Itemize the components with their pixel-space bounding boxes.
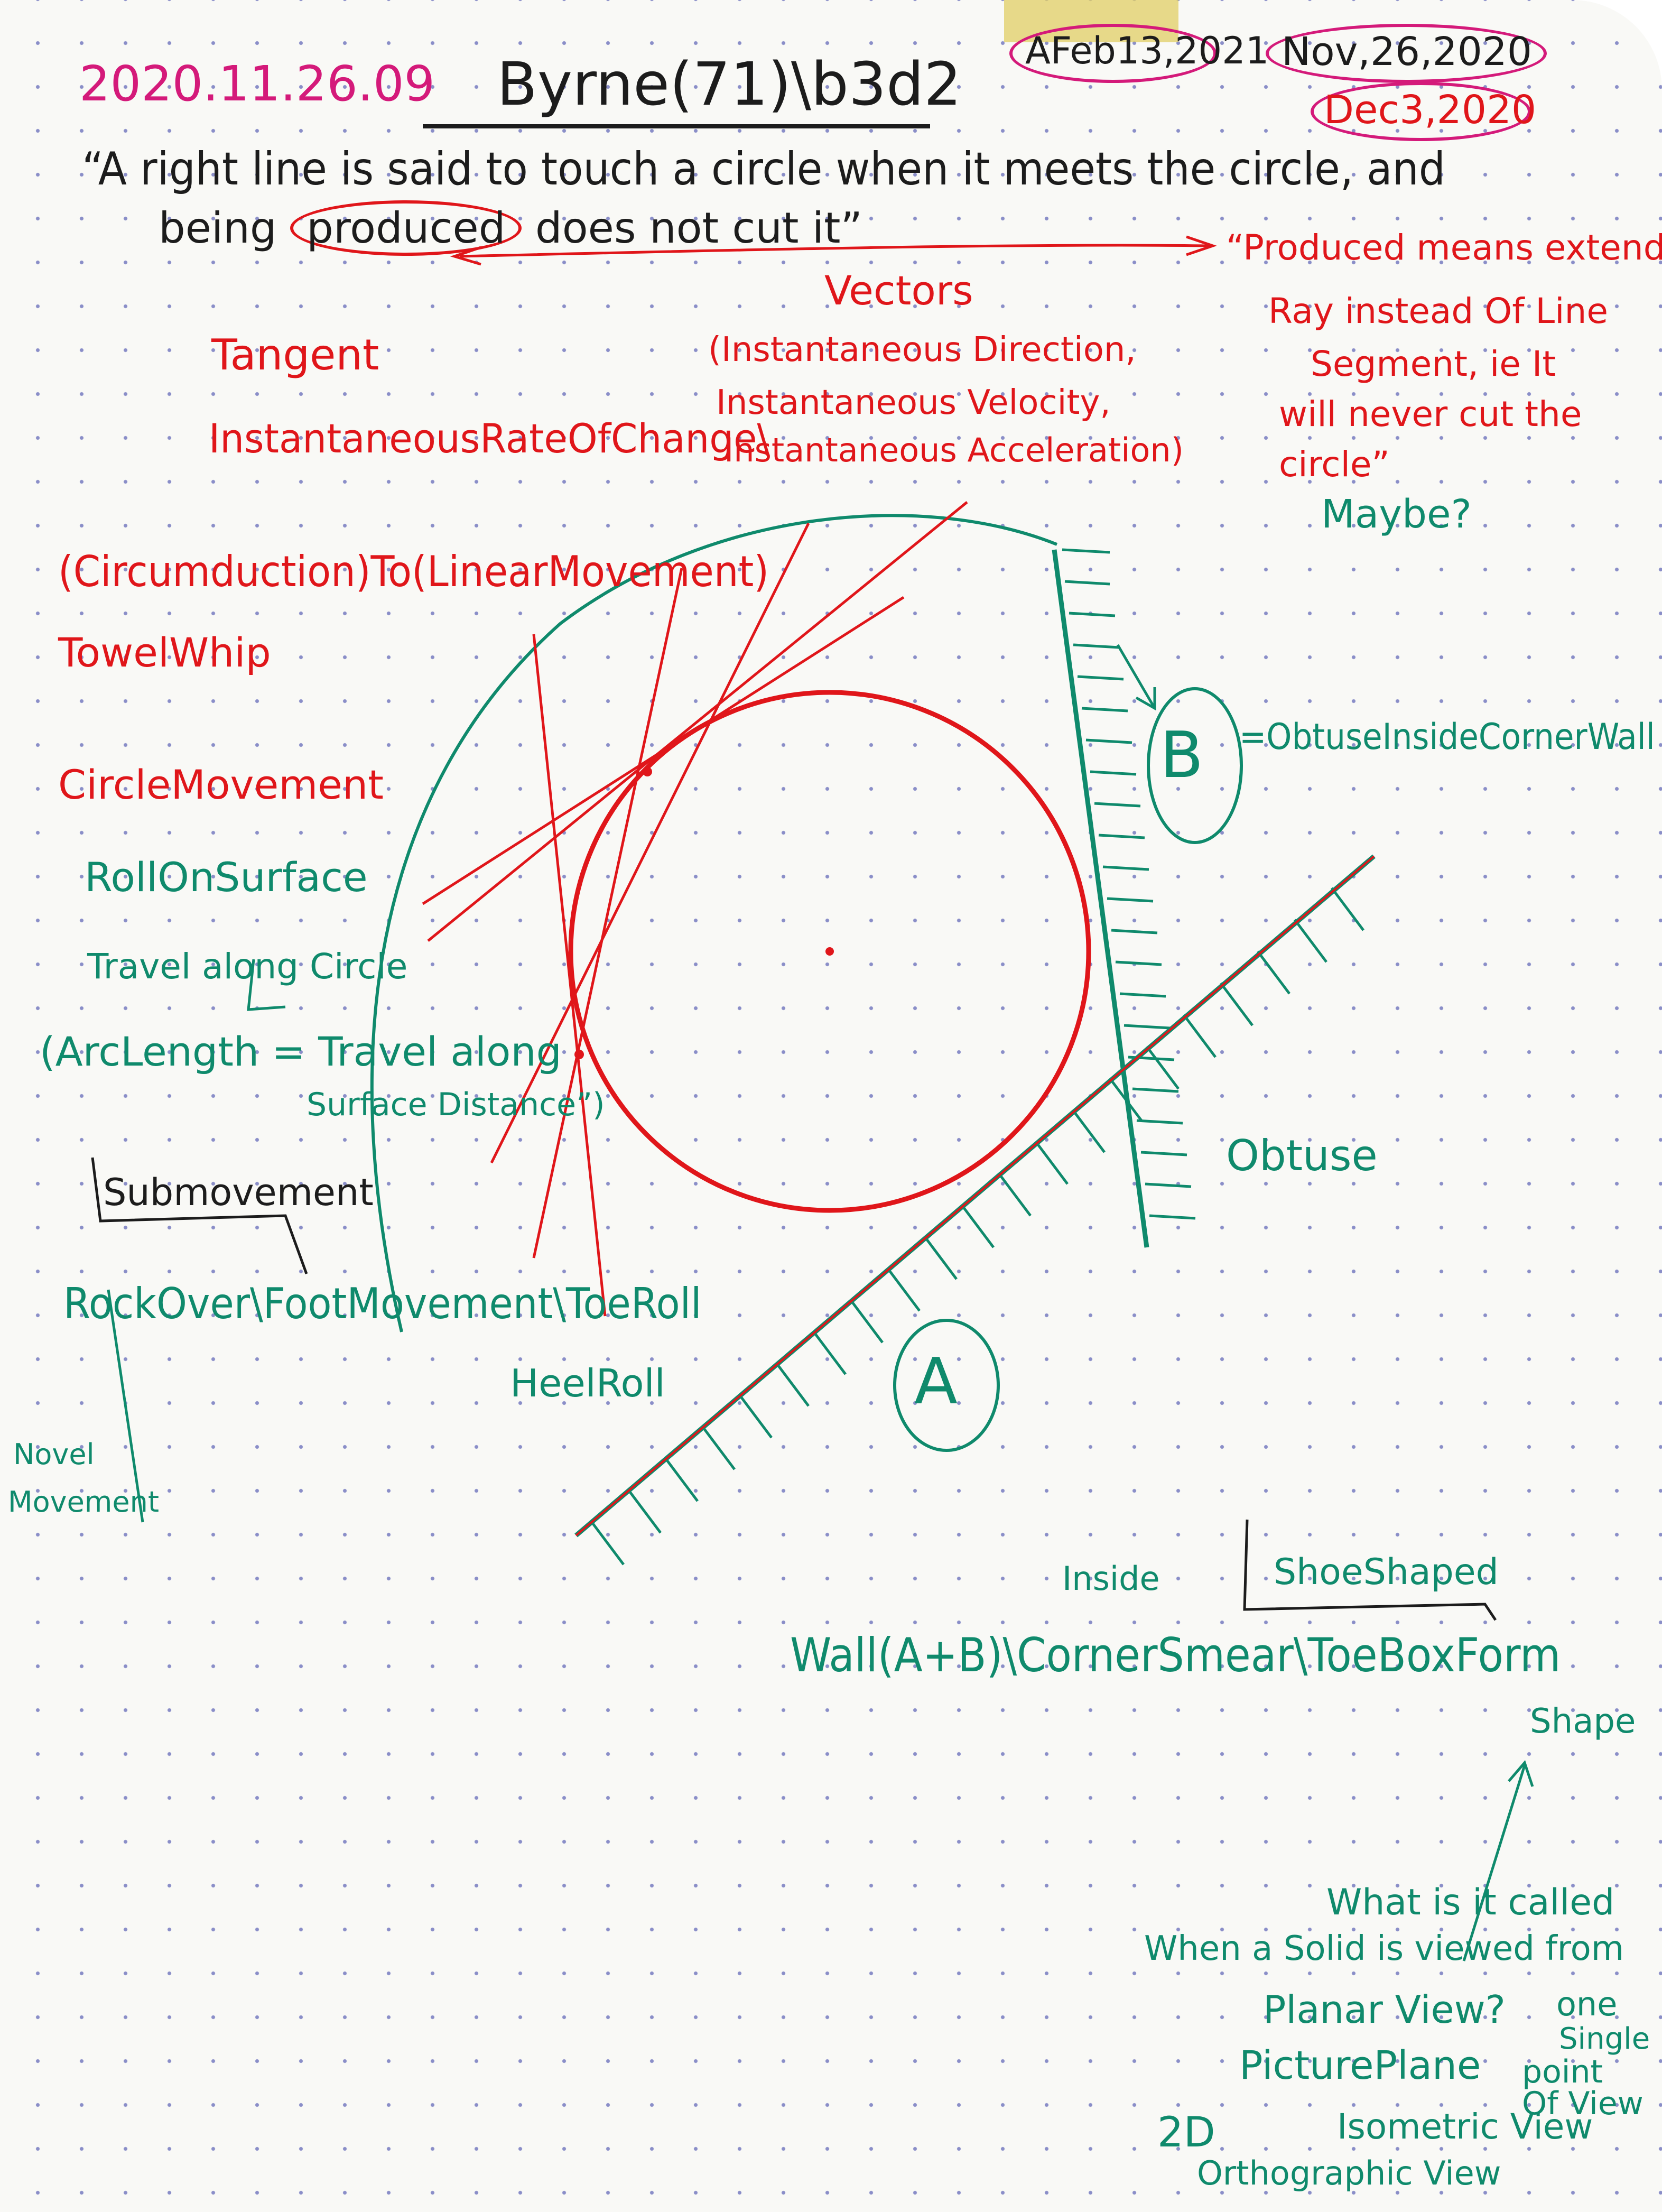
travel-along-circle: Travel along Circle — [87, 946, 408, 987]
label-b: B — [1160, 719, 1204, 792]
point-note: point — [1522, 2053, 1603, 2090]
date-c: Dec3,2020 — [1324, 87, 1537, 133]
page-title: Byrne(71)\b3d2 — [497, 50, 962, 119]
label-a-oval — [893, 1319, 1000, 1452]
produced-note-2: Ray instead Of Line — [1268, 291, 1608, 331]
towel-whip: TowelWhip — [58, 629, 271, 676]
quote-line-1: “A right line is said to touch a circle … — [82, 143, 1446, 196]
produced-note-1: “Produced means extended — [1226, 227, 1662, 268]
obtuse-label: Obtuse — [1226, 1131, 1378, 1180]
roll-on-surface: RollOnSurface — [85, 854, 368, 901]
date-left: 2020.11.26.09 — [79, 55, 435, 112]
wall-corner-smear: Wall(A+B)\CornerSmear\ToeBoxForm — [790, 1628, 1561, 1682]
date-a-oval — [1009, 24, 1217, 83]
when-solid-viewed: When a Solid is viewed from — [1144, 1929, 1624, 1968]
wall-b — [1052, 548, 1196, 1248]
quote-word-produced: produced — [290, 200, 522, 256]
label-b-oval — [1147, 687, 1243, 844]
vectors-line-1: (Instantaneous Direction, — [708, 330, 1136, 369]
vectors-line-3: Instantaneous Acceleration) — [724, 431, 1184, 469]
arc-length-1: (ArcLength = Travel along — [40, 1028, 562, 1075]
label-a: A — [914, 1345, 958, 1419]
title-underline — [423, 124, 930, 128]
inside-note: Inside — [1062, 1559, 1160, 1598]
quote-word-rest: does not cut it” — [535, 203, 862, 253]
wall-a — [574, 854, 1376, 1566]
rockover-line: RockOver\FootMovement\ToeRoll — [63, 1279, 702, 1328]
produced-note-4: will never cut the — [1279, 394, 1582, 434]
quote-line-2: being produced does not cut it” — [159, 200, 862, 256]
circumduction-note: (Circumduction)To(LinearMovement) — [58, 547, 769, 596]
date-b: Nov,26,2020 — [1282, 29, 1532, 75]
vectors-line-2: Instantaneous Velocity, — [716, 383, 1111, 422]
picture-plane: PicturePlane — [1239, 2043, 1481, 2088]
date-a: AFeb13,2021 — [1025, 29, 1269, 72]
maybe-note: Maybe? — [1321, 492, 1472, 537]
one-note: one — [1556, 1985, 1618, 2023]
date-b-oval — [1266, 24, 1547, 83]
shape-note: Shape — [1530, 1702, 1636, 1741]
produced-note-3: Segment, ie It — [1311, 344, 1556, 384]
tangent-lines — [422, 501, 968, 1317]
novel-movement-2: Movement — [8, 1485, 160, 1519]
instantaneous-rate: InstantaneousRateOfChange\ — [209, 415, 770, 462]
outer-arc — [370, 514, 1058, 1332]
quote-word-being: being — [159, 203, 277, 253]
vectors-heading: Vectors — [824, 267, 973, 314]
obtuse-inside-corner-wall: =ObtuseInsideCornerWall — [1239, 716, 1655, 758]
isometric-view: Isometric View — [1337, 2106, 1593, 2147]
circle-movement: CircleMovement — [58, 761, 384, 808]
shoe-shaped: ShoeShaped — [1274, 1551, 1499, 1593]
tangent-circle — [568, 690, 1091, 1213]
heel-roll: HeelRoll — [510, 1361, 665, 1405]
date-c-oval — [1311, 82, 1531, 141]
two-d-note: 2D — [1157, 2109, 1215, 2157]
orthographic-view: Orthographic View — [1197, 2154, 1501, 2192]
arc-length-2: Surface Distance”) — [307, 1086, 605, 1123]
planar-view: Planar View? — [1263, 1987, 1506, 2032]
single-note: Single — [1559, 2022, 1650, 2056]
novel-movement-1: Novel — [13, 1438, 95, 1471]
submovement: Submovement — [103, 1171, 374, 1214]
of-view-note: Of View — [1522, 2085, 1644, 2122]
produced-note-5: circle” — [1279, 444, 1390, 485]
tangent-word: Tangent — [211, 330, 379, 380]
what-is-it-called: What is it called — [1326, 1882, 1615, 1923]
